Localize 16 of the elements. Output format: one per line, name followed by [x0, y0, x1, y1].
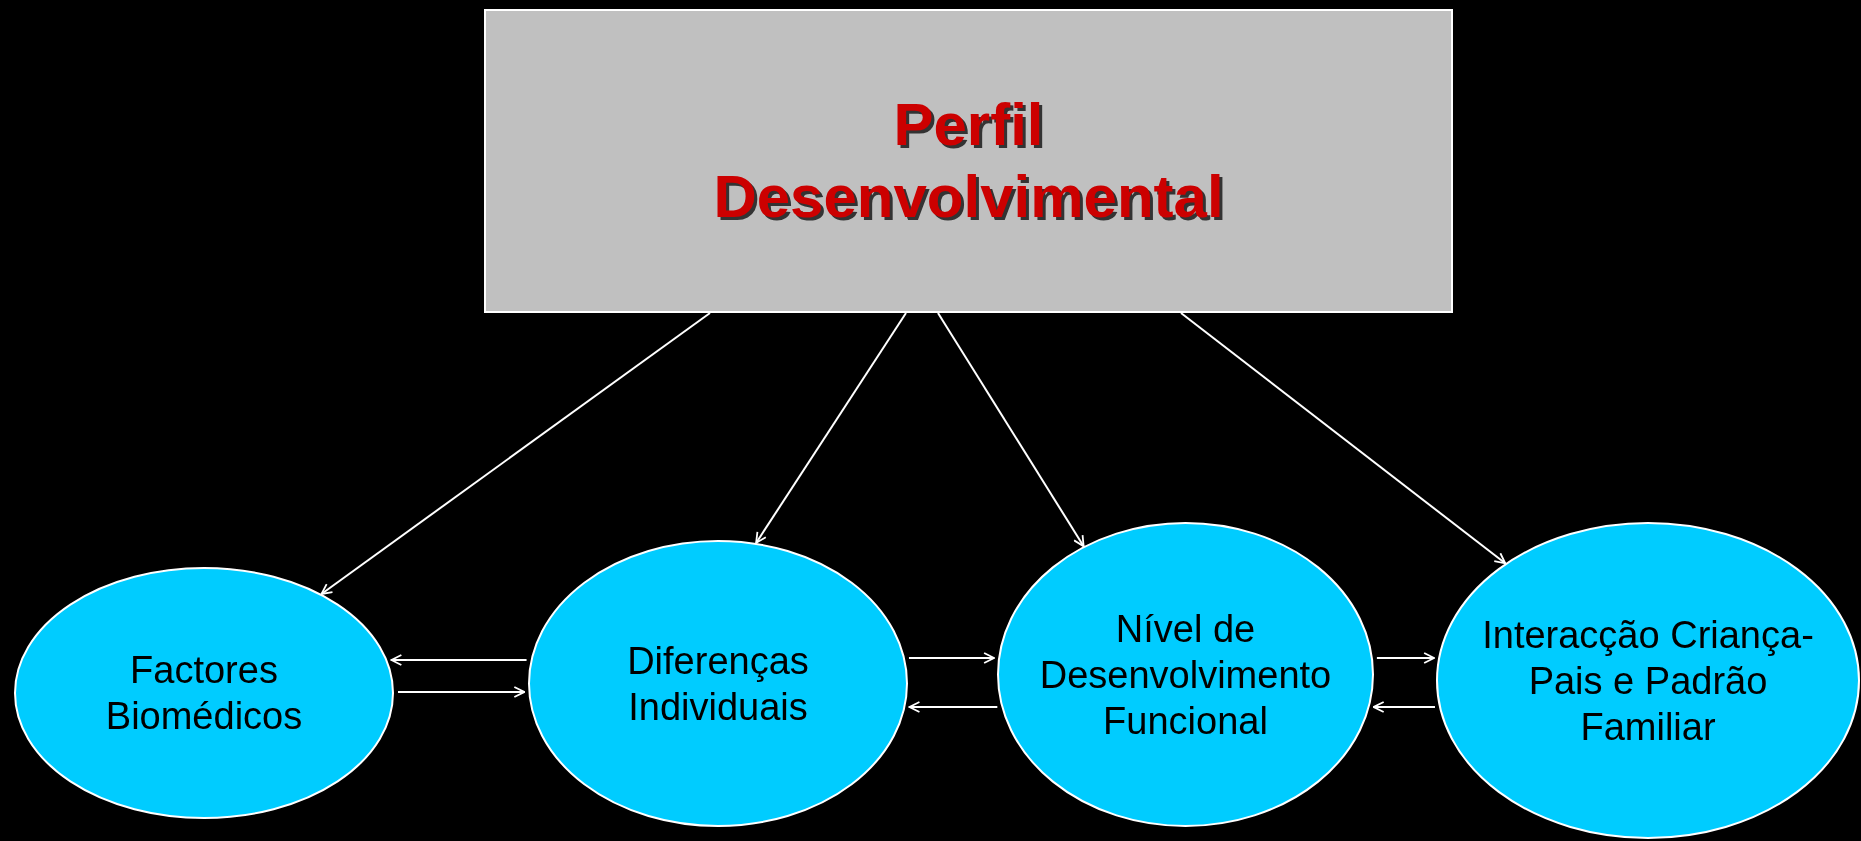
arrow [320, 312, 711, 595]
node-label: Factores Biomédicos [104, 648, 304, 739]
arrow [1180, 312, 1507, 565]
node-label: Nível de Desenvolvimento Funcional [1038, 606, 1333, 744]
node-label: Diferenças Individuais [626, 638, 810, 730]
arrow [390, 654, 528, 666]
arrow [397, 686, 526, 698]
arrow [1372, 701, 1436, 713]
arrow [755, 312, 907, 544]
arrow [1375, 652, 1436, 664]
node-label: Interacção Criança-Pais e Padrão Familiar [1481, 612, 1815, 750]
arrow [908, 652, 996, 664]
title-text: Perfil Desenvolvimental [712, 90, 1225, 232]
title-box [484, 9, 1453, 313]
arrow [937, 312, 1085, 548]
arrow [908, 701, 999, 713]
